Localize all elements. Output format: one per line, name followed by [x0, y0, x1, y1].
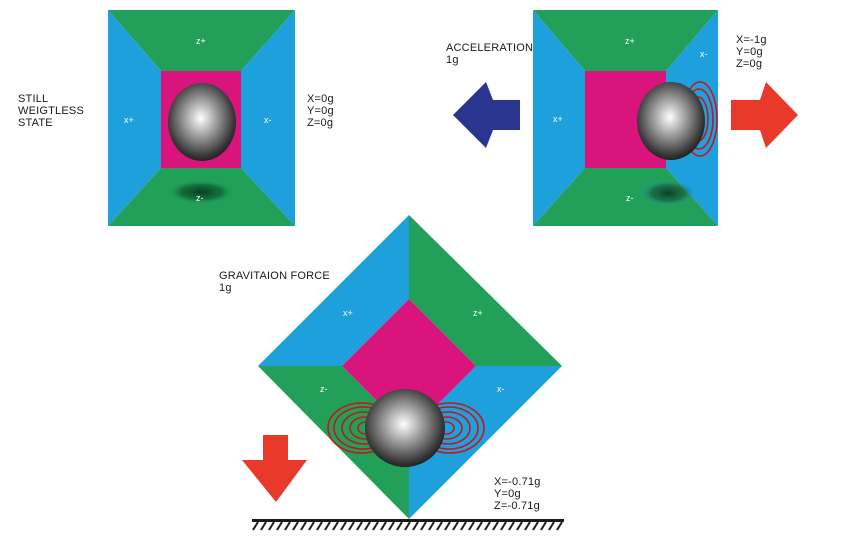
still-face-right	[241, 10, 295, 226]
gravity-face-label-lower-left: z-	[320, 384, 328, 394]
ground-hatch	[500, 521, 507, 531]
gravity-readout-z: Z=-0.71g	[494, 500, 540, 512]
gravity-title-line: GRAVITAION FORCE	[219, 270, 330, 282]
still-title-line: STATE	[18, 117, 53, 129]
gravity-readout-x: X=-0.71g	[494, 476, 541, 488]
ground-hatch	[396, 521, 403, 531]
gravity-title-line: 1g	[219, 282, 232, 294]
accel-face-label-left: x+	[553, 114, 563, 124]
accel-face-label-right: x-	[700, 49, 708, 59]
ground-hatch	[468, 521, 475, 531]
reaction-arrow-right	[731, 82, 798, 148]
gravity-core	[342, 299, 476, 433]
gravity-face-label-lower-right: x-	[497, 384, 505, 394]
acceleration-readout: X=-1g Y=0g Z=0g	[736, 34, 767, 70]
ground-hatch	[300, 521, 307, 531]
accel-face-top	[533, 10, 718, 71]
acceleration-title: ACCELERATION 1g	[446, 42, 533, 66]
gravity-title: GRAVITAION FORCE 1g	[219, 270, 330, 294]
ground-hatch	[364, 521, 371, 531]
gravity-readout: X=-0.71g Y=0g Z=-0.71g	[494, 476, 541, 512]
ground-hatch	[452, 521, 459, 531]
gravity-readout-y: Y=0g	[494, 488, 521, 500]
still-readout-z: Z=0g	[307, 117, 334, 129]
ground-hatch	[340, 521, 347, 531]
accel-face-left	[533, 10, 585, 226]
ground-hatch	[548, 521, 555, 531]
ground-hatch	[356, 521, 363, 531]
still-face-label-bottom: z-	[196, 193, 204, 203]
acceleration-box: z+ x+ x- z-	[533, 10, 718, 226]
still-title: STILL WEIGTLESS STATE	[18, 93, 84, 129]
ground-hatch	[556, 521, 563, 531]
still-readout-x: X=0g	[307, 93, 334, 105]
ground-hatch	[324, 521, 331, 531]
ground-hatch	[252, 521, 259, 531]
ground-hatch	[276, 521, 283, 531]
gravity-box: x+ z+ z- x-	[258, 215, 562, 519]
ground-hatch	[540, 521, 547, 531]
still-box: z+ x+ x- z-	[108, 10, 295, 226]
ground-hatch	[508, 521, 515, 531]
ground-hatch	[332, 521, 339, 531]
accel-ball	[637, 82, 705, 160]
gravity-face-label-upper-left: x+	[343, 308, 353, 318]
ground-hatch	[516, 521, 523, 531]
acceleration-title-line: 1g	[446, 54, 459, 66]
ground-hatch	[268, 521, 275, 531]
ground-hatch	[348, 521, 355, 531]
gravity-face-upper-right	[409, 215, 562, 366]
gravity-ball	[365, 389, 445, 467]
still-title-line: STILL	[18, 93, 49, 105]
ground-hatch	[260, 521, 267, 531]
gravity-face-lower-right	[409, 366, 562, 519]
ground	[252, 519, 564, 531]
still-title-line: WEIGTLESS	[18, 105, 84, 117]
accel-ball-shadow	[640, 180, 696, 206]
still-ball-shadow	[167, 180, 235, 204]
ground-hatch	[524, 521, 531, 531]
still-readout: X=0g Y=0g Z=0g	[307, 93, 334, 129]
ground-hatch	[380, 521, 387, 531]
still-face-label-top: z+	[196, 36, 206, 46]
still-ball	[168, 83, 236, 161]
ground-hatch	[316, 521, 323, 531]
ground-hatch	[460, 521, 467, 531]
still-face-left	[108, 10, 161, 226]
ground-hatch	[284, 521, 291, 531]
gravity-face-upper-left	[258, 215, 409, 366]
acceleration-readout-y: Y=0g	[736, 46, 763, 58]
ground-hatch	[412, 521, 419, 531]
gravity-arrow-down	[242, 435, 307, 502]
gravity-face-label-upper-right: z+	[473, 308, 483, 318]
still-face-label-left: x+	[124, 115, 134, 125]
still-face-top	[108, 10, 295, 71]
ground-hatch	[484, 521, 491, 531]
acceleration-readout-x: X=-1g	[736, 34, 767, 46]
accel-face-label-bottom: z-	[626, 193, 634, 203]
ground-hatch	[388, 521, 395, 531]
ground-hatch	[444, 521, 451, 531]
ground-hatch	[292, 521, 299, 531]
ground-hatch	[372, 521, 379, 531]
acceleration-arrow-left	[453, 82, 520, 148]
ground-hatch	[436, 521, 443, 531]
ground-hatch	[308, 521, 315, 531]
still-readout-y: Y=0g	[307, 105, 334, 117]
ground-hatch	[404, 521, 411, 531]
ground-hatch	[476, 521, 483, 531]
still-face-label-right: x-	[264, 115, 272, 125]
ground-hatch	[492, 521, 499, 531]
acceleration-title-line: ACCELERATION	[446, 42, 534, 54]
acceleration-readout-z: Z=0g	[736, 58, 763, 70]
ground-hatch	[532, 521, 539, 531]
ground-hatch	[420, 521, 427, 531]
accel-face-label-top: z+	[625, 36, 635, 46]
ground-hatch	[428, 521, 435, 531]
